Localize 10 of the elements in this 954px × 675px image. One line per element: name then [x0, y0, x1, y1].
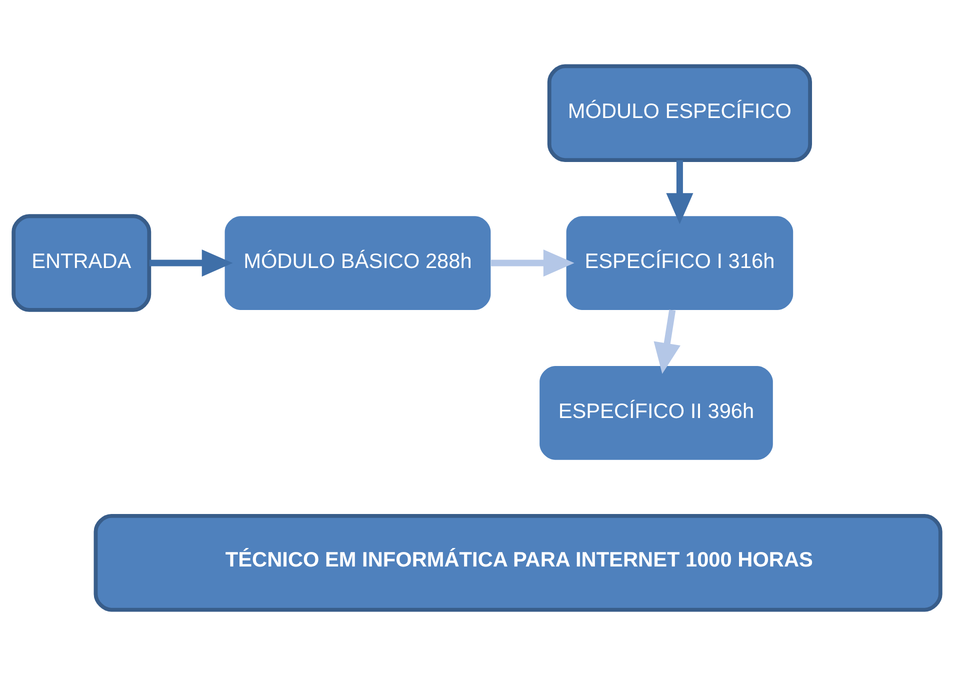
node-box: TÉCNICO EM INFORMÁTICA PARA INTERNET 1000 HORAS	[94, 513, 942, 612]
node-box: MÓDULO BÁSICO 288h	[224, 216, 491, 310]
node-box: ESPECÍFICO II 396h	[540, 366, 773, 460]
arrow	[491, 249, 574, 276]
arrow	[149, 249, 233, 276]
node-box: ESPECÍFICO I 316h	[566, 216, 794, 310]
node-box: ENTRADA	[12, 214, 152, 312]
arrow	[654, 309, 680, 374]
node-box: MÓDULO ESPECÍFICO	[547, 64, 812, 162]
arrow	[666, 160, 694, 224]
